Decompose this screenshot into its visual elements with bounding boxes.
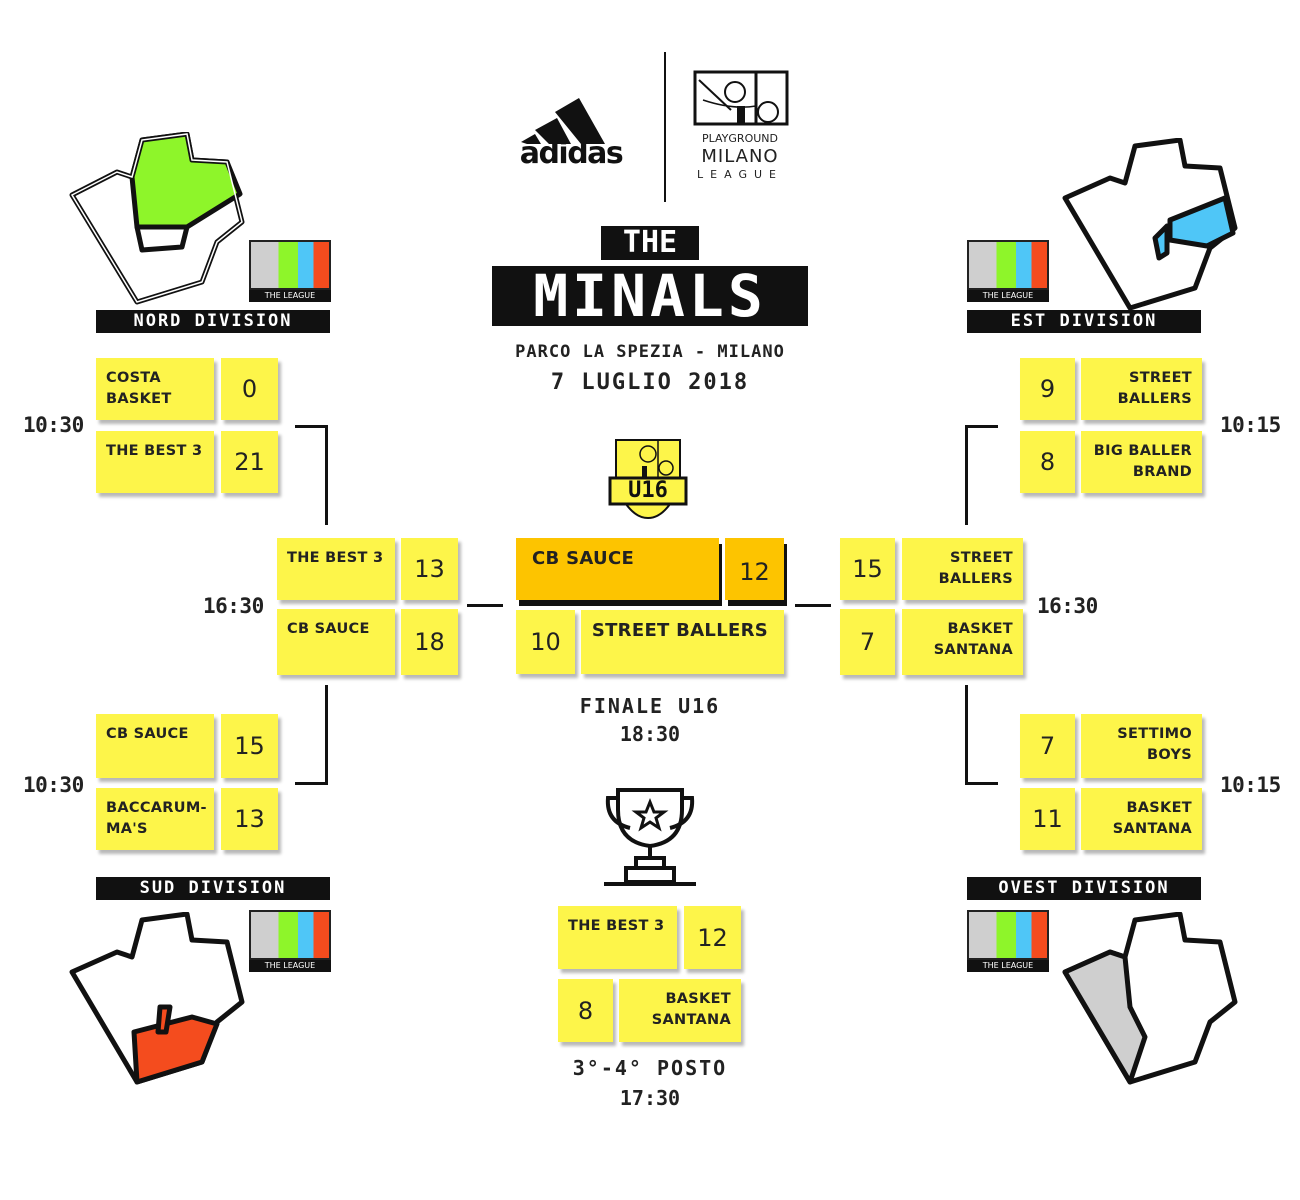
right-sf-score2: 7 [840,609,895,675]
bracket-connector [795,604,831,607]
third-place-score1: 12 [684,906,741,969]
u16-shield-icon [608,439,688,520]
bracket-connector [295,782,328,785]
right-sf-team2: BASKET SANTANA [902,609,1023,675]
right-sf-time: 16:30 [1037,594,1098,618]
sud-map-icon [69,912,245,1085]
final-time: 18:30 [619,722,681,746]
sud-qf-time: 10:30 [23,773,84,797]
ovest-division-label: OVEST DIVISION [967,877,1201,900]
left-sf-score1: 13 [401,538,458,600]
bracket-connector [467,604,503,607]
est-league-badge: THE LEAGUE [967,240,1049,302]
header-divider [664,52,666,202]
league-badge-label: THE LEAGUE [967,290,1049,302]
nord-qf-score2: 21 [221,431,278,493]
league-badge-label: THE LEAGUE [967,960,1049,972]
final-label: FINALE U16 [579,694,721,718]
left-sf-team1: THE BEST 3 [277,538,395,600]
est-map-icon [1062,138,1238,311]
bracket-connector [965,685,968,785]
league-badge-art [249,910,331,960]
right-sf-team1: STREET BALLERS [902,538,1023,600]
nord-qf-team2: THE BEST 3 [96,431,214,493]
nord-qf-score1: 0 [221,358,278,420]
nord-qf-time: 10:30 [23,413,84,437]
venue: PARCO LA SPEZIA - MILANO [515,342,785,362]
u16-badge-text: U16 [628,478,668,503]
final-team1: CB SAUCE [516,538,719,600]
league-badge-art [967,910,1049,960]
ovest-qf-team2: BASKET SANTANA [1081,788,1202,850]
adidas-logo: adidas [505,82,637,172]
nord-league-badge: THE LEAGUE [249,240,331,302]
league-badge-art [967,240,1049,290]
ovest-league-badge: THE LEAGUE [967,910,1049,972]
third-place-score2: 8 [558,979,613,1042]
league-logo-line1: PLAYGROUND [702,132,778,145]
right-sf-score1: 15 [840,538,895,600]
title-the-text: THE [622,225,678,260]
adidas-wordmark: adidas [519,136,624,171]
est-qf-score1: 9 [1020,358,1075,420]
left-sf-score2: 18 [401,609,458,675]
court-logo-icon [693,70,789,126]
est-qf-score2: 8 [1020,431,1075,493]
bracket-connector [325,425,328,525]
league-logo-line3: LEAGUE [697,168,783,181]
sud-qf-score2: 13 [221,788,278,850]
sud-qf-team2: BACCARUM-MA'S [96,788,214,850]
sud-qf-team1: CB SAUCE [96,714,214,778]
league-logo-line2: MILANO [701,146,779,167]
ovest-map-icon [1062,912,1238,1085]
league-badge-label: THE LEAGUE [249,960,331,972]
u16-badge: U16 [608,438,688,520]
trophy-icon [604,788,696,886]
bracket-connector [295,425,328,428]
left-sf-time: 16:30 [203,594,264,618]
est-division-label: EST DIVISION [967,310,1201,333]
final-team2: STREET BALLERS [581,610,784,674]
third-place-label: 3°-4° POSTO [572,1056,728,1080]
nord-map-icon [69,132,245,305]
title-the [601,226,699,260]
final-score1: 12 [725,538,784,600]
left-sf-team2: CB SAUCE [277,609,395,675]
nord-qf-team1: COSTA BASKET [96,358,214,420]
third-place-team2: BASKET SANTANA [619,979,741,1042]
bracket-connector [325,685,328,785]
sud-qf-score1: 15 [221,714,278,778]
ovest-qf-time: 10:15 [1220,773,1281,797]
est-qf-team2: BIG BALLER BRAND [1081,431,1202,493]
ovest-qf-score2: 11 [1020,788,1075,850]
sud-division-label: SUD DIVISION [96,877,330,900]
ovest-qf-team1: SETTIMO BOYS [1081,714,1202,778]
bracket-connector [965,425,998,428]
league-badge-art [249,240,331,290]
adidas-stripes-icon [521,98,605,144]
nord-division-label: NORD DIVISION [96,310,330,333]
est-qf-time: 10:15 [1220,413,1281,437]
ovest-qf-score1: 7 [1020,714,1075,778]
third-place-team1: THE BEST 3 [558,906,677,969]
playground-milano-league-logo: PLAYGROUND MILANO LEAGUE [690,70,790,190]
event-date: 7 LUGLIO 2018 [550,370,750,395]
est-qf-team1: STREET BALLERS [1081,358,1202,420]
bracket-connector [965,425,968,525]
league-badge-label: THE LEAGUE [249,290,331,302]
title-minals [492,266,808,326]
bracket-connector [965,782,998,785]
final-score2: 10 [516,610,575,674]
third-place-time: 17:30 [619,1086,681,1110]
title-minals-text: MINALS [533,262,767,330]
sud-league-badge: THE LEAGUE [249,910,331,972]
